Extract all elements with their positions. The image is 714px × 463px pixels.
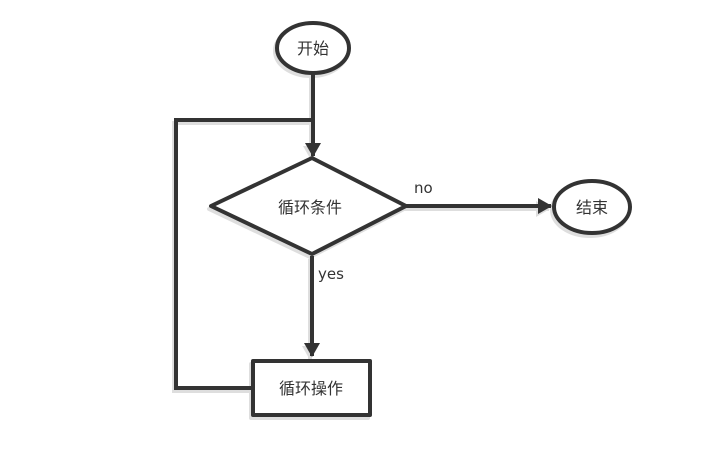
end-node-label: 结束	[576, 198, 608, 217]
end-node	[552, 179, 632, 235]
edge-label-no: no	[414, 179, 433, 197]
operation-node	[251, 359, 372, 417]
condition-node-label: 循环条件	[278, 198, 342, 217]
edge-label-yes: yes	[318, 265, 344, 283]
operation-node-label: 循环操作	[279, 379, 343, 398]
start-node-label: 开始	[297, 39, 329, 58]
start-node	[275, 21, 351, 75]
condition-node	[209, 156, 408, 256]
edge-operation-loop-back	[174, 118, 313, 390]
